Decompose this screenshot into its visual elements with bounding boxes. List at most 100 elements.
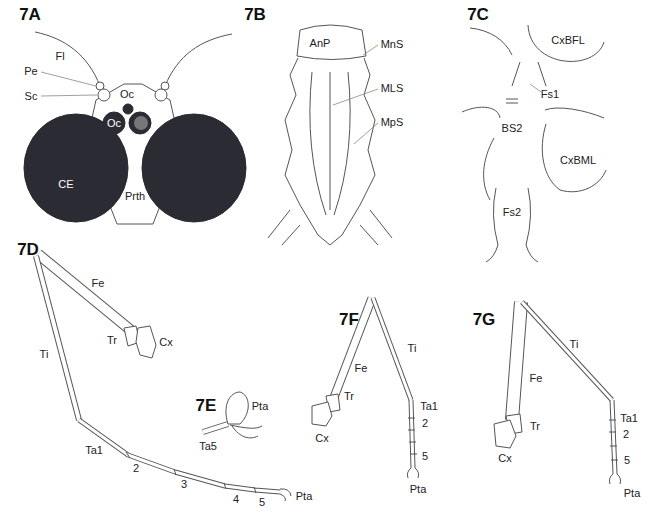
pretarsus	[280, 489, 291, 501]
part-label: Ti	[40, 348, 49, 360]
claw	[230, 425, 262, 438]
part-label: Cx	[315, 432, 328, 444]
part-label: 5	[422, 450, 428, 462]
leader-line	[530, 84, 541, 92]
furca	[486, 188, 538, 262]
tarsus	[411, 400, 413, 468]
part-label: Pta	[252, 400, 269, 412]
figure-label: 7A	[19, 6, 41, 24]
coxa	[312, 402, 332, 426]
compound-eye	[142, 114, 246, 222]
part-label: Ta1	[420, 400, 438, 412]
sternal-mark	[506, 99, 518, 103]
tarsomere	[203, 424, 228, 432]
notum-outline	[268, 210, 392, 245]
part-label: AnP	[310, 37, 331, 49]
part-label: Fs2	[503, 206, 521, 218]
scape	[155, 89, 167, 101]
part-label: 2	[133, 462, 139, 474]
part-label: Fe	[92, 277, 105, 289]
leader-line	[41, 95, 97, 96]
tarsus	[79, 420, 280, 492]
tibia	[36, 256, 79, 420]
tarsus	[612, 400, 615, 474]
part-label: 2	[623, 428, 629, 440]
part-label: Ti	[570, 338, 579, 350]
part-label: MpS	[381, 116, 404, 128]
figure-label: 7E	[196, 397, 217, 415]
figure-label: 7B	[244, 6, 266, 24]
part-label: Pta	[624, 487, 641, 499]
parapsidal-line	[310, 72, 350, 215]
tarsus	[612, 400, 615, 474]
part-label: Tr	[107, 334, 117, 346]
part-label: BS2	[502, 122, 523, 134]
part-label: Pe	[24, 65, 37, 77]
part-label: Ta1	[620, 412, 638, 424]
figure-label: 7G	[473, 311, 496, 329]
antenna	[165, 34, 232, 86]
tibia	[522, 302, 612, 400]
part-label: 5	[259, 496, 265, 508]
pretarsus	[407, 468, 418, 478]
part-label: MnS	[381, 38, 404, 50]
coxal-cavity	[470, 28, 512, 55]
tibia	[373, 298, 411, 400]
part-label: 4	[233, 493, 239, 505]
tarsal-joint	[126, 452, 256, 493]
leader-line	[41, 72, 96, 86]
part-label: Cx	[498, 452, 511, 464]
part-label: 2	[422, 417, 428, 429]
part-label: Fe	[355, 362, 368, 374]
part-label: CE	[58, 178, 73, 190]
part-label: CxBML	[560, 154, 596, 166]
tibia	[36, 256, 79, 420]
part-label: 5	[624, 454, 630, 466]
notum-outline	[285, 58, 375, 245]
part-label: Fs1	[541, 88, 559, 100]
figure-label: 7C	[467, 6, 489, 24]
part-label: Ta1	[85, 444, 103, 456]
coxal-cavity	[528, 25, 604, 61]
tarsal-joint	[609, 420, 618, 460]
leader-line	[354, 123, 378, 144]
sternal-outline	[484, 138, 494, 200]
antenna	[35, 32, 100, 86]
tarsus	[411, 400, 413, 468]
scape	[98, 89, 110, 101]
part-label: Pta	[410, 483, 427, 495]
part-label: Oc	[107, 117, 121, 129]
tibia	[522, 302, 612, 400]
tarsus	[79, 420, 280, 492]
figure-label: 7D	[17, 241, 39, 259]
tarsomere	[203, 424, 228, 432]
ocellus	[123, 104, 133, 114]
femur	[512, 302, 521, 420]
part-label: Tr	[530, 420, 540, 432]
sternal-outline	[462, 107, 500, 118]
part-label: Fe	[530, 372, 543, 384]
part-label: Tr	[344, 390, 354, 402]
part-label: CxBFL	[551, 34, 585, 46]
ocellus	[129, 112, 151, 134]
part-label: Ti	[408, 342, 417, 354]
coxa	[136, 326, 156, 358]
femur	[333, 298, 372, 400]
leader-line	[363, 45, 378, 55]
furcal-pit	[512, 62, 546, 86]
ocellus	[103, 112, 125, 134]
part-label: Cx	[159, 336, 172, 348]
ocellus-highlight	[134, 116, 148, 130]
part-label: Prth	[125, 190, 145, 202]
part-label: 3	[181, 478, 187, 490]
figure-label: 7F	[339, 311, 359, 329]
part-label: Ta5	[199, 440, 217, 452]
head-outline	[96, 84, 170, 100]
femur	[512, 302, 521, 420]
pulvillus	[226, 392, 248, 424]
part-label: Pta	[296, 490, 313, 502]
leader-line	[333, 89, 378, 105]
median-line	[330, 72, 331, 210]
pretarsus	[609, 474, 620, 484]
